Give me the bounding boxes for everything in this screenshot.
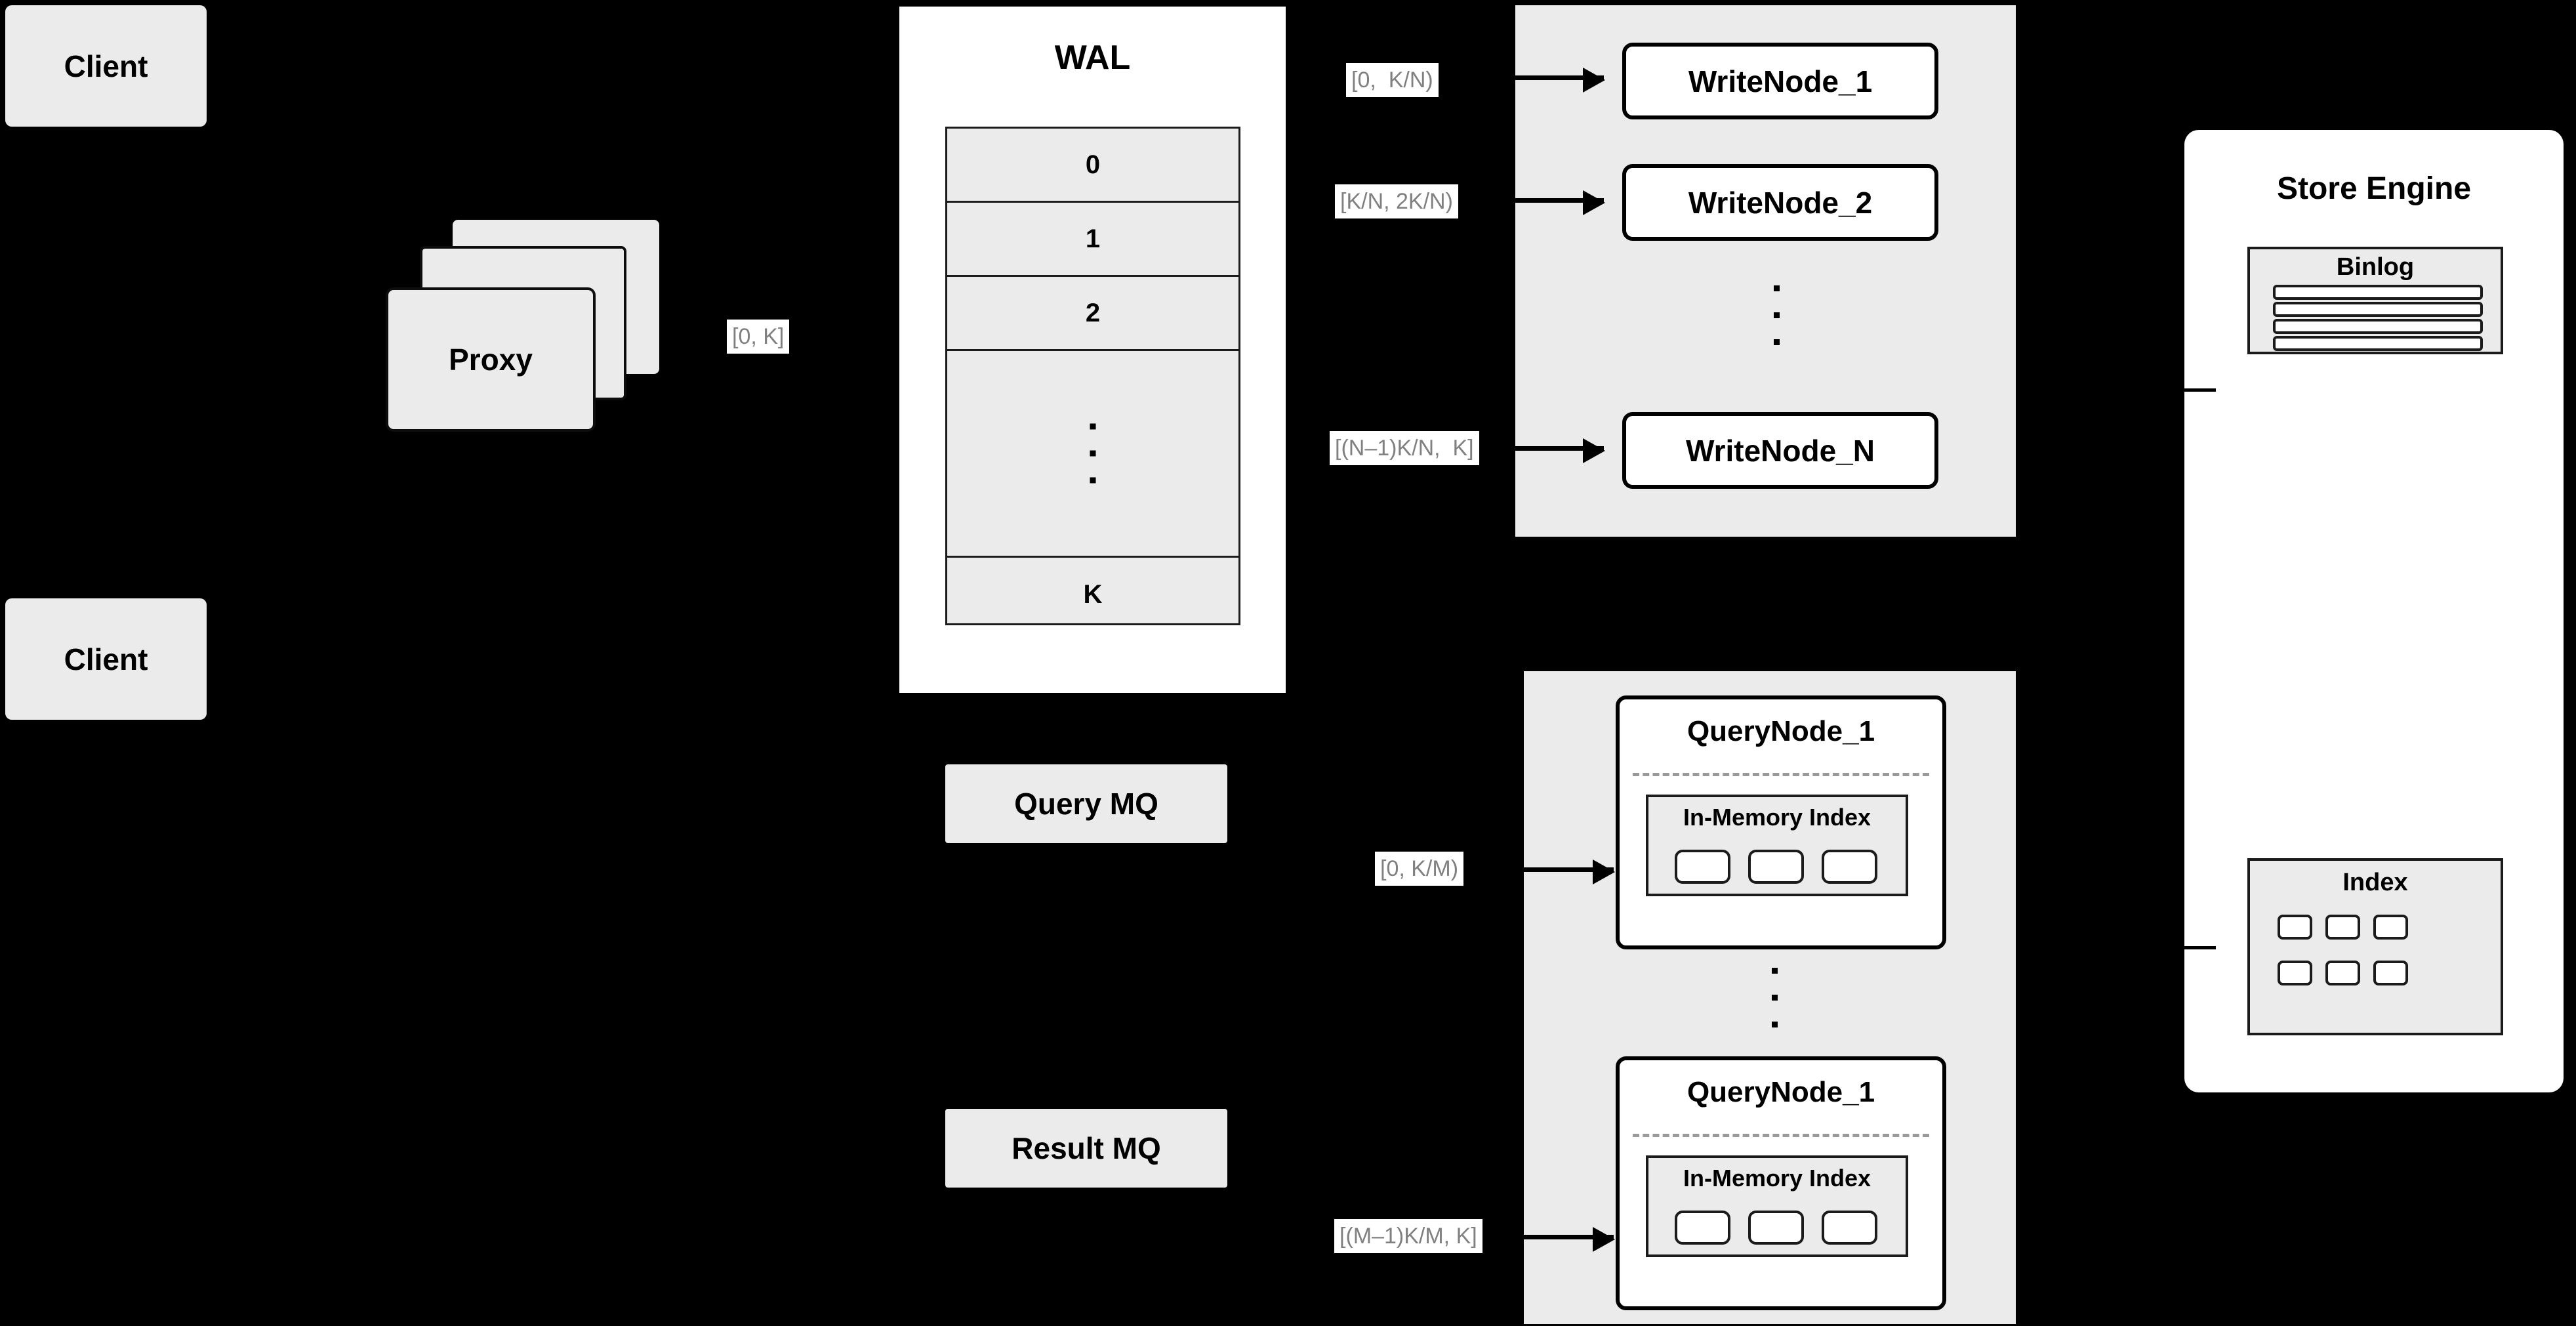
query-mq-box[interactable]: Query MQ [945, 764, 1227, 843]
index-cell [2325, 915, 2360, 940]
querynode-m-box[interactable]: QueryNode_1 In-Memory Index [1616, 1056, 1946, 1310]
wal-panel: WAL 0 1 2 K [896, 3, 1289, 696]
proxy-box[interactable]: Proxy [386, 287, 596, 432]
writenode-2-box[interactable]: WriteNode_2 [1622, 164, 1938, 241]
index-cell [1822, 1211, 1877, 1245]
querynode-divider [1633, 1134, 1929, 1137]
wal-entry-row: K [1083, 580, 1103, 609]
binlog-row [2273, 285, 2483, 300]
arrow-to-binlog [2177, 376, 2243, 407]
arrow-to-writenode-n [1512, 438, 1605, 463]
write-range-label-1: [0, K/N) [1346, 63, 1439, 97]
writenode-n-box[interactable]: WriteNode_N [1622, 412, 1938, 489]
query-range-label-1: [0, K/M) [1375, 852, 1464, 886]
querynode-label: QueryNode_1 [1687, 1076, 1875, 1108]
write-range-label-2: [K/N, 2K/N) [1335, 184, 1458, 218]
index-panel: Index [2247, 858, 2503, 1035]
index-cell [2278, 961, 2312, 985]
proxy-label: Proxy [449, 342, 533, 377]
in-memory-index-panel: In-Memory Index [1646, 795, 1908, 896]
writenode-label: WriteNode_1 [1688, 64, 1873, 98]
in-memory-index-label: In-Memory Index [1683, 1165, 1871, 1191]
binlog-panel: Binlog [2247, 247, 2503, 354]
in-memory-index-panel: In-Memory Index [1646, 1155, 1908, 1257]
index-cell [1675, 850, 1730, 884]
index-cell [2278, 915, 2312, 940]
arrow-to-index [2177, 934, 2243, 965]
result-mq-box[interactable]: Result MQ [945, 1109, 1227, 1188]
index-cell [1748, 1211, 1804, 1245]
writenode-vertical-ellipsis-icon [1767, 269, 1786, 361]
index-label: Index [2342, 869, 2408, 896]
query-range-label-m: [(M–1)K/M, K] [1334, 1219, 1482, 1253]
client-box-2[interactable]: Client [5, 598, 207, 720]
query-mq-label: Query MQ [1014, 787, 1158, 821]
client-label: Client [64, 49, 148, 83]
binlog-row [2273, 336, 2483, 351]
index-cell [1822, 850, 1877, 884]
binlog-row [2273, 302, 2483, 317]
wal-entry-row: 1 [947, 203, 1238, 277]
arrow-to-querynode-m [1522, 1227, 1615, 1252]
arrow-to-writenode-2 [1512, 190, 1605, 215]
binlog-label: Binlog [2336, 253, 2415, 281]
proxy-range-label: [0, K] [727, 320, 790, 354]
writenode-label: WriteNode_2 [1688, 185, 1873, 220]
querynode-divider [1633, 773, 1929, 776]
querynode-vertical-ellipsis-icon [1765, 951, 1784, 1043]
wal-entry-row: 0 [947, 129, 1238, 203]
in-memory-index-label: In-Memory Index [1683, 804, 1871, 831]
querynode-label: QueryNode_1 [1687, 715, 1875, 747]
index-cell [2325, 961, 2360, 985]
client-box-1[interactable]: Client [5, 5, 207, 127]
result-mq-label: Result MQ [1012, 1131, 1161, 1165]
wal-title: WAL [1054, 39, 1131, 77]
writenode-1-box[interactable]: WriteNode_1 [1622, 43, 1938, 119]
store-engine-panel: Store Engine Binlog Index [2184, 130, 2564, 1092]
index-cell [2373, 961, 2408, 985]
querynode-1-box[interactable]: QueryNode_1 In-Memory Index [1616, 695, 1946, 949]
write-range-label-n: [(N–1)K/N, K] [1330, 431, 1479, 465]
arrow-to-writenode-1 [1499, 68, 1605, 93]
wal-entry-ellipsis-row [947, 351, 1238, 558]
arrow-to-querynode-1 [1522, 860, 1615, 884]
client-label: Client [64, 642, 148, 676]
wal-entry-row: 2 [947, 277, 1238, 351]
writenode-label: WriteNode_N [1686, 433, 1875, 468]
wal-entry-table: 0 1 2 K [945, 127, 1240, 625]
index-cell [2373, 915, 2408, 940]
index-cell [1675, 1211, 1730, 1245]
vertical-ellipsis-icon [1090, 413, 1096, 494]
binlog-row [2273, 319, 2483, 334]
store-engine-title: Store Engine [2276, 171, 2472, 206]
index-cell [1748, 850, 1804, 884]
